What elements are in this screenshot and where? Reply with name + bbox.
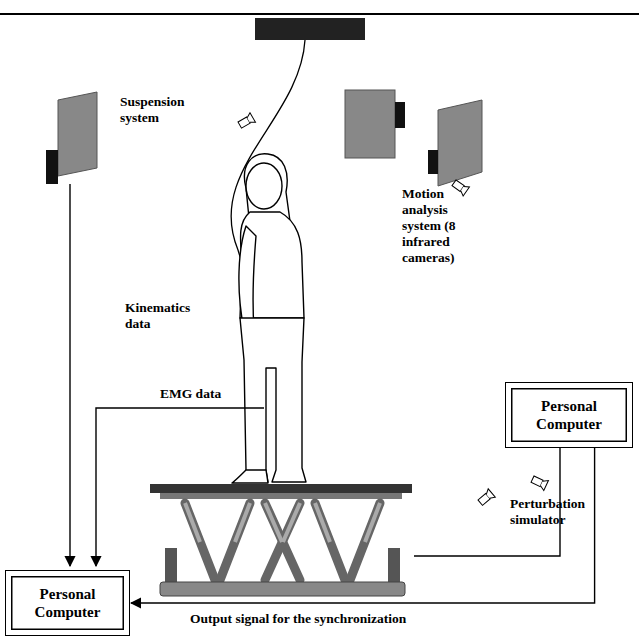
suspension-rope	[231, 40, 305, 330]
annotation-label: Suspension system	[120, 94, 210, 126]
annotation-label: Perturbation simulator	[510, 496, 610, 528]
camera	[345, 90, 405, 158]
computer-box: Personal Computer	[5, 570, 130, 636]
annotation-label: Motion analysis system (8 infrared camer…	[402, 186, 482, 266]
box-label: Personal Computer	[518, 397, 620, 433]
camera	[428, 100, 482, 186]
ceiling-mount	[255, 18, 365, 40]
computer-box: Personal Computer	[505, 382, 633, 448]
annotation-label: Kinematics data	[125, 300, 205, 332]
box-label: Personal Computer	[18, 585, 117, 621]
person	[232, 154, 306, 483]
ceiling	[0, 13, 639, 15]
annotation-label: EMG data	[160, 386, 250, 402]
perturbation-platform	[150, 484, 412, 596]
signal-wire	[70, 184, 560, 566]
camera	[46, 92, 97, 184]
connector-label: Output signal for the synchronization	[188, 611, 408, 627]
camera-icon	[237, 113, 548, 507]
